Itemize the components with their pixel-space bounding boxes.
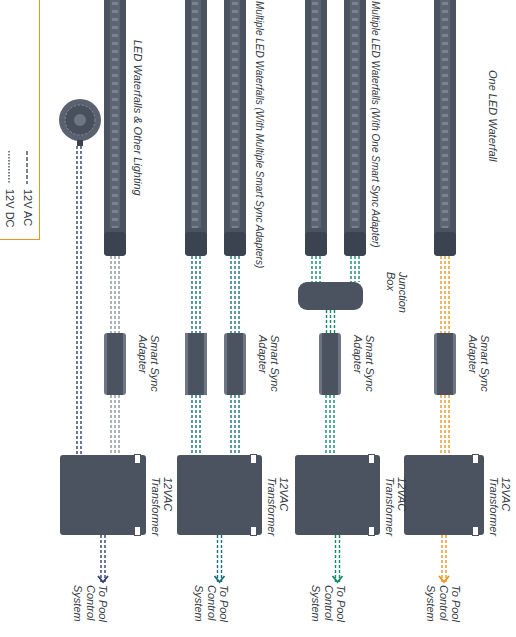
- wire-strand: [440, 395, 441, 455]
- transformer-box: 12VAC Transformer: [177, 455, 262, 535]
- terminal-tab: [250, 526, 257, 536]
- component-label: To Pool Control System: [72, 585, 109, 629]
- adapter-box: Smart Sync Adapter: [224, 333, 246, 395]
- legend-text: 12V AC: [22, 189, 34, 226]
- wire-strand: [326, 310, 327, 333]
- legend-line-sample: [8, 151, 9, 184]
- wire-strand: [325, 395, 326, 455]
- wire-strand: [118, 395, 119, 455]
- transformer-box: 12VAC Transformer: [60, 455, 146, 535]
- component-label: 12VAC Transformer: [383, 477, 408, 541]
- component-label: 12VAC Transformer: [265, 477, 290, 541]
- wire-strand: [238, 395, 239, 455]
- transformer-box: 12VAC Transformer: [295, 455, 380, 535]
- adapter-box: Smart Sync Adapter: [104, 333, 126, 395]
- terminal-label: To Pool Control System: [425, 585, 462, 629]
- component-label: To Pool Control System: [310, 585, 347, 629]
- section-title: LED Waterfalls & Other Lighting: [132, 40, 144, 196]
- wire-strand: [234, 395, 235, 455]
- wire-strand: [110, 395, 111, 455]
- wire-strand: [448, 395, 449, 455]
- section-title: Multiple LED Waterfalls (With One Smart …: [370, 1, 381, 248]
- component-label: To Pool Control System: [193, 585, 230, 629]
- wire-strand: [441, 535, 442, 582]
- adapter-box: Smart Sync Adapter: [434, 333, 456, 395]
- wire-strand: [339, 535, 340, 582]
- transformer-box: 12VAC Transformer: [404, 455, 484, 535]
- arrow-head: [439, 576, 449, 582]
- component-label: 12VAC Transformer: [487, 477, 512, 541]
- wire-connector: [333, 535, 343, 582]
- wire-strand: [230, 395, 231, 455]
- legend-line-sample: [26, 151, 27, 184]
- terminal-label: To Pool Control System: [72, 585, 109, 629]
- wire-strand: [221, 535, 222, 582]
- wire-connector: [439, 535, 449, 582]
- legend-sample: [5, 150, 13, 186]
- wire-strand: [445, 535, 446, 582]
- component-label: Junction Box: [384, 272, 409, 324]
- terminal-tab: [368, 526, 375, 536]
- wire-strand: [444, 395, 445, 455]
- terminal-tab: [472, 454, 479, 464]
- terminal-tab: [368, 454, 375, 464]
- wire-connector: [231, 395, 239, 455]
- section-title: One LED Waterfall: [487, 70, 499, 162]
- wire-connector: [111, 395, 119, 455]
- component-label: Smart Sync Adapter: [351, 335, 376, 397]
- arrow-head: [98, 576, 108, 582]
- wire-strand: [100, 535, 101, 582]
- section-title: Multiple LED Waterfalls (With Multiple S…: [254, 1, 265, 268]
- legend-text: 12V DC: [4, 189, 16, 228]
- component-label: Smart Sync Adapter: [136, 335, 161, 397]
- wire-strand: [104, 535, 105, 582]
- terminal-tab: [134, 454, 141, 464]
- component-label: Smart Sync Adapter: [466, 335, 491, 397]
- wire-connector: [441, 395, 449, 455]
- component-label: Smart Sync Adapter: [256, 335, 281, 397]
- terminal-tab: [250, 454, 257, 464]
- wire-connector: [98, 535, 108, 582]
- adapter-box: Smart Sync Adapter: [319, 333, 341, 395]
- terminal-tab: [472, 526, 479, 536]
- wire-strand: [334, 310, 335, 333]
- adapter-ridge: [204, 333, 207, 395]
- waterfall-strip: [104, 0, 456, 256]
- pool-light: [59, 99, 101, 146]
- arrow-head: [215, 576, 225, 582]
- wire-connector: [327, 310, 335, 333]
- wire-strand: [114, 395, 115, 455]
- arrow-head: [333, 576, 343, 582]
- terminal-label: To Pool Control System: [310, 585, 347, 629]
- component-label: 12VAC Transformer: [149, 477, 174, 541]
- legend-sample: [23, 150, 31, 186]
- wire-strand: [217, 535, 218, 582]
- terminal-tab: [134, 526, 141, 536]
- legend-entry: 12V AC: [21, 150, 35, 226]
- component-label: To Pool Control System: [425, 585, 462, 629]
- adapter-ridge: [185, 333, 188, 395]
- junction-box: Junction Box: [298, 282, 363, 310]
- wire-connector: [215, 535, 225, 582]
- terminal-label: To Pool Control System: [193, 585, 230, 629]
- wire-strand: [333, 395, 334, 455]
- wire-strand: [329, 395, 330, 455]
- wire-strand: [330, 310, 331, 333]
- wire-connector: [326, 395, 334, 455]
- adapter-body: [185, 333, 207, 395]
- legend-entry: 12V DC: [3, 150, 17, 228]
- wire-strand: [335, 535, 336, 582]
